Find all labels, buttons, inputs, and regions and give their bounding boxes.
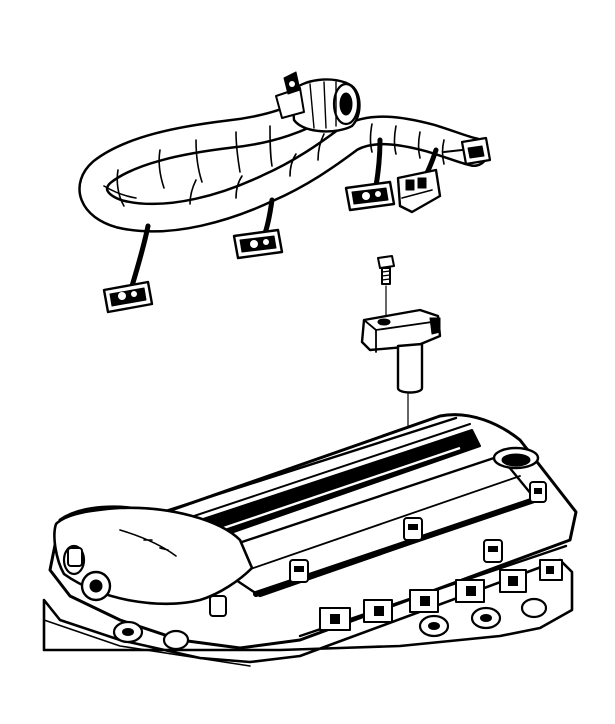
mounting-bolt <box>377 255 395 319</box>
ignition-coil <box>360 308 442 463</box>
coil-connector-4 <box>396 168 442 214</box>
coil-connector-3 <box>344 180 396 212</box>
coil-connector-2 <box>232 228 284 260</box>
harness-end-connector <box>443 136 492 166</box>
valve-cover <box>48 413 578 650</box>
coil-connector-1 <box>102 280 154 314</box>
wiring-harness <box>78 83 489 233</box>
harness-main-connector <box>275 71 361 133</box>
cylinder-head <box>42 544 574 667</box>
